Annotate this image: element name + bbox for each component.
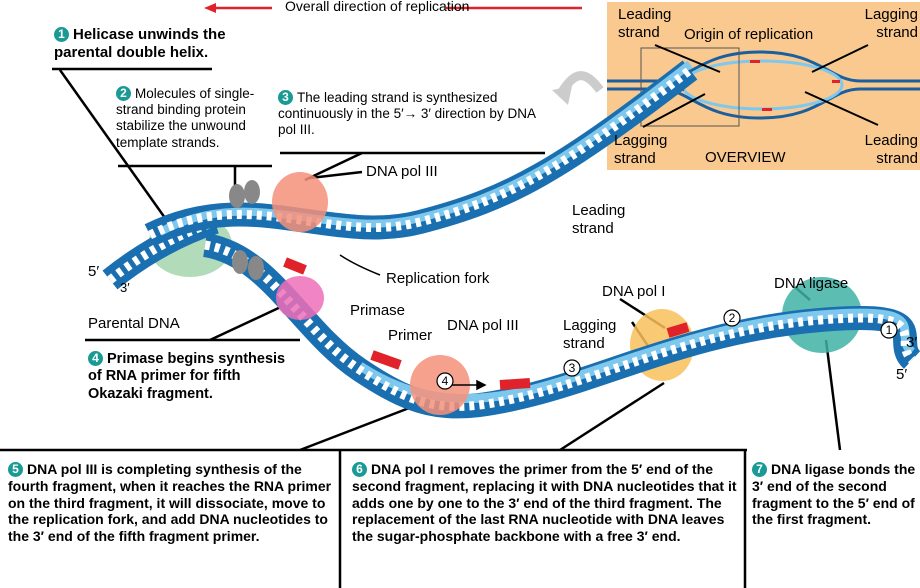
direction-label: Overall direction of replication bbox=[285, 0, 470, 14]
step-4-text: Primase begins synthesis of RNA primer f… bbox=[88, 351, 286, 402]
overview-lagging-right: Lagging strand bbox=[864, 6, 918, 41]
label-leading-strand: Leading strand bbox=[572, 202, 626, 237]
overview-lagging-left: Lagging strand bbox=[614, 132, 668, 167]
label-lagging-strand: Lagging strand bbox=[563, 317, 617, 352]
step-5-badge: 5 bbox=[8, 462, 23, 477]
label-3prime-left: 3′ bbox=[120, 280, 130, 295]
fragment-2: 2 bbox=[729, 311, 736, 325]
leader-lines bbox=[0, 67, 842, 588]
step-3-text: The leading strand is synthesized contin… bbox=[278, 90, 536, 138]
step-6-text: DNA pol I removes the primer from the 5′… bbox=[352, 461, 737, 545]
step-7-badge: 7 bbox=[752, 462, 767, 477]
step-2-text: Molecules of single-strand binding prote… bbox=[116, 86, 255, 150]
step-2-badge: 2 bbox=[116, 86, 131, 101]
step-1-badge: 1 bbox=[54, 27, 69, 42]
dna-pol-iii-leading bbox=[272, 172, 328, 232]
fragment-3: 3 bbox=[569, 361, 576, 375]
overview-leading-right: Leading strand bbox=[864, 132, 918, 167]
label-dna-ligase: DNA ligase bbox=[774, 275, 849, 292]
overview-leading-left: Leading strand bbox=[618, 6, 672, 41]
overview-origin: Origin of replication bbox=[684, 26, 814, 43]
label-primase: Primase bbox=[350, 302, 406, 319]
primase-protein bbox=[276, 276, 324, 320]
label-dna-pol-i: DNA pol I bbox=[602, 283, 666, 300]
label-dna-pol-iii-top: DNA pol III bbox=[366, 163, 438, 180]
ssb-proteins bbox=[229, 180, 264, 280]
label-5prime-right: 5′ bbox=[896, 366, 908, 383]
overview-title: OVERVIEW bbox=[705, 149, 786, 166]
fragment-1: 1 bbox=[886, 323, 893, 337]
label-dna-pol-iii-bottom: DNA pol III bbox=[447, 317, 519, 334]
step-3-badge: 3 bbox=[278, 90, 293, 105]
label-primer: Primer bbox=[388, 327, 433, 344]
direction-arrow bbox=[204, 3, 582, 13]
step-4-badge: 4 bbox=[88, 351, 103, 366]
step-6-badge: 6 bbox=[352, 462, 367, 477]
step-5-text: DNA pol III is completing synthesis of t… bbox=[8, 461, 332, 545]
fragment-markers bbox=[436, 309, 898, 390]
step-1-text: Helicase unwinds the parental double hel… bbox=[54, 26, 226, 61]
label-parental-dna: Parental DNA bbox=[88, 315, 180, 332]
step-7-text: DNA ligase bonds the 3′ end of the secon… bbox=[752, 461, 916, 528]
label-replication-fork: Replication fork bbox=[386, 270, 490, 287]
label-5prime-left: 5′ bbox=[88, 263, 100, 280]
label-3prime-right: 3′ bbox=[906, 334, 918, 351]
fragment-4: 4 bbox=[442, 374, 449, 388]
